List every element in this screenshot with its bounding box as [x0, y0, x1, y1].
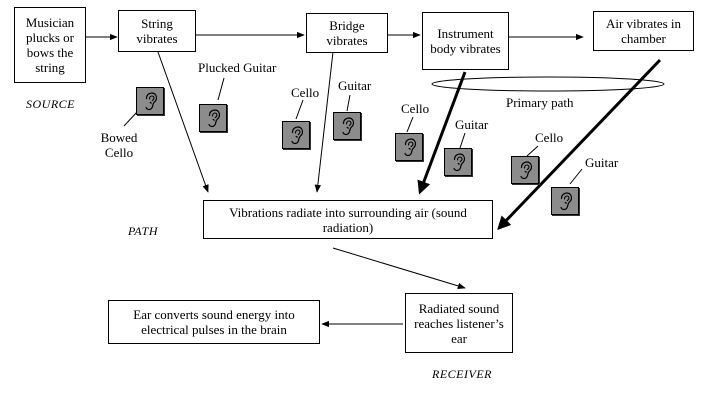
label-plucked-guitar: Plucked Guitar: [198, 60, 277, 75]
ear-icon: [333, 112, 361, 140]
ear-icon: [551, 187, 579, 215]
ear-icon: [282, 121, 310, 149]
label-bridge-guitar: Guitar: [338, 78, 372, 93]
box-musician-plucks: Musician plucks or bows the string: [14, 7, 86, 83]
box-bridge-vibrates-text: Bridge vibrates: [326, 18, 368, 48]
box-bridge-vibrates: Bridge vibrates: [306, 13, 388, 53]
box-sound-radiation: Vibrations radiate into surrounding air …: [203, 200, 493, 239]
arrow-body-to-radiation: [417, 71, 467, 195]
label-bowed-cello: Bowed Cello: [94, 130, 144, 160]
ear-icon: [511, 156, 539, 184]
pointer-air-cello: [526, 145, 539, 157]
box-reaches-ear-text: Radiated sound reaches listener’s ear: [414, 300, 504, 346]
box-string-vibrates-text: String vibrates: [136, 16, 178, 46]
box-reaches-ear: Radiated sound reaches listener’s ear: [405, 293, 513, 353]
ear-icon: [444, 148, 472, 176]
box-sound-radiation-text: Vibrations radiate into surrounding air …: [229, 204, 467, 235]
box-instrument-body-vibrates-text: Instrument body vibrates: [430, 26, 501, 56]
pointer-air-guitar: [569, 168, 583, 185]
box-air-vibrates: Air vibrates in chamber: [593, 11, 694, 51]
box-air-vibrates-text: Air vibrates in chamber: [605, 16, 682, 46]
pointer-body-cello: [406, 116, 414, 133]
pointer-body-guitar: [459, 132, 466, 149]
label-body-guitar: Guitar: [455, 117, 489, 132]
arrow-string-to-radiation: [157, 51, 209, 193]
label-air-guitar: Guitar: [585, 155, 619, 170]
pointer-plucked-guitar: [217, 77, 225, 101]
primary-path-label: Primary path: [506, 95, 574, 110]
arrow-air-to-radiation: [497, 58, 662, 230]
pointer-bowed-cello: [123, 111, 138, 127]
ear-icon: [395, 133, 423, 161]
arrow-bridge-to-radiation: [314, 51, 334, 193]
label-bridge-cello: Cello: [291, 85, 320, 100]
primary-path-ellipse: [431, 76, 665, 92]
ear-icon: [199, 104, 227, 132]
ear-icon: [136, 87, 164, 115]
label-bowed-cello-text: Bowed Cello: [100, 130, 138, 160]
box-ear-converts-text: Ear converts sound energy into electrica…: [133, 307, 295, 337]
box-musician-plucks-text: Musician plucks or bows the string: [25, 15, 75, 75]
box-ear-converts: Ear converts sound energy into electrica…: [108, 300, 320, 344]
stage-label-path: PATH: [128, 224, 159, 238]
label-body-cello: Cello: [401, 101, 430, 116]
pointer-bridge-guitar: [346, 94, 351, 112]
arrow-radiation-to-ear: [332, 247, 466, 289]
pointer-bridge-cello: [295, 99, 304, 120]
stage-label-source: SOURCE: [26, 97, 75, 111]
stage-label-receiver: RECEIVER: [432, 367, 492, 381]
label-air-cello: Cello: [535, 130, 564, 145]
box-string-vibrates: String vibrates: [118, 10, 196, 52]
box-instrument-body-vibrates: Instrument body vibrates: [422, 12, 509, 70]
